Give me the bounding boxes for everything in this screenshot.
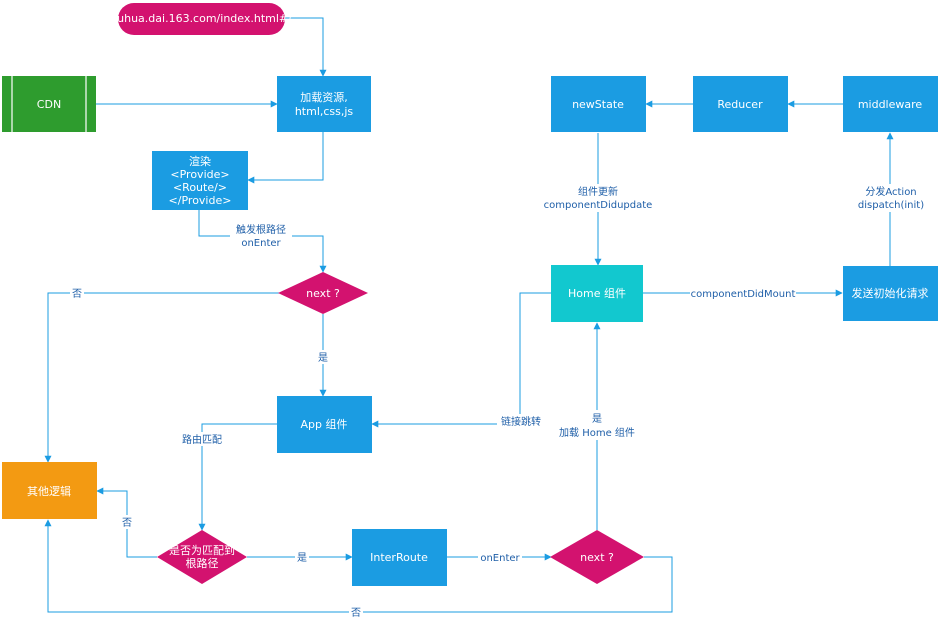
load-resources-node: 加载资源, html,css,js <box>277 76 371 132</box>
home-node: Home 组件 <box>551 265 643 322</box>
render-node: 渲染 <Provide> <Route/> </Provide> <box>152 151 248 210</box>
label-load-home: 加载 Home 组件 <box>559 426 635 439</box>
home-text: Home 组件 <box>568 286 626 300</box>
load-resources-line2: html,css,js <box>295 105 354 118</box>
label-yes-match: 是 <box>297 552 307 564</box>
label-yes-top: 是 <box>318 352 328 364</box>
send-init-text: 发送初始化请求 <box>852 286 929 300</box>
url-node: quhua.dai.163.com/index.html#/ <box>110 3 292 35</box>
new-state-node: newState <box>551 76 646 132</box>
render-line3: <Route/> <box>173 181 227 194</box>
reducer-text: Reducer <box>717 98 763 111</box>
edge-load-to-render <box>247 132 324 184</box>
app-text: App 组件 <box>301 417 348 431</box>
cdn-node: CDN <box>2 76 96 132</box>
render-line2: <Provide> <box>170 168 229 181</box>
send-init-node: 发送初始化请求 <box>843 266 938 321</box>
app-node: App 组件 <box>277 396 372 453</box>
label-link-jump: 链接跳转 <box>501 415 541 428</box>
label-no-left: 否 <box>122 517 132 529</box>
load-resources-line1: 加载资源, <box>300 90 348 104</box>
middleware-node: middleware <box>843 76 938 132</box>
label-no-bottom: 否 <box>351 607 361 619</box>
match-root-line1: 是否为匹配到 <box>169 544 235 557</box>
edge-app-to-match <box>198 423 277 531</box>
url-text: quhua.dai.163.com/index.html#/ <box>110 12 292 25</box>
next-bottom-diamond: next ? <box>550 530 644 584</box>
match-root-diamond: 是否为匹配到 根路径 <box>157 530 247 584</box>
label-yes-home: 是 <box>592 413 602 425</box>
label-onenter-root: onEnter <box>241 238 281 249</box>
other-logic-text: 其他逻辑 <box>27 484 71 498</box>
cdn-text: CDN <box>37 98 61 111</box>
reducer-node: Reducer <box>693 76 788 132</box>
label-no-top: 否 <box>72 288 82 300</box>
middleware-text: middleware <box>858 98 923 111</box>
label-component-update: 组件更新 <box>578 185 618 198</box>
other-logic-node: 其他逻辑 <box>2 462 97 519</box>
render-line1: 渲染 <box>189 154 211 168</box>
label-did-update: componentDidupdate <box>544 200 653 211</box>
label-did-mount: componentDidMount <box>691 289 796 300</box>
label-dispatch-init: dispatch(init) <box>858 200 924 211</box>
label-dispatch-action: 分发Action <box>865 185 916 198</box>
interroute-text: InterRoute <box>370 551 428 564</box>
next-top-text: next ? <box>306 287 340 300</box>
edge-nextb-to-other <box>44 519 673 613</box>
next-top-diamond: next ? <box>278 272 368 314</box>
interroute-node: InterRoute <box>352 529 447 586</box>
match-root-line2: 根路径 <box>186 556 219 570</box>
label-trigger-root: 触发根路径 <box>236 223 286 236</box>
render-line4: </Provide> <box>169 194 232 207</box>
new-state-text: newState <box>572 98 624 111</box>
label-route-match: 路由匹配 <box>182 433 222 446</box>
edge-url-to-load <box>285 17 327 77</box>
edge-next-to-other <box>44 292 279 463</box>
next-bottom-text: next ? <box>580 551 614 564</box>
label-onenter: onEnter <box>480 553 520 564</box>
edge-home-to-app <box>371 292 551 428</box>
